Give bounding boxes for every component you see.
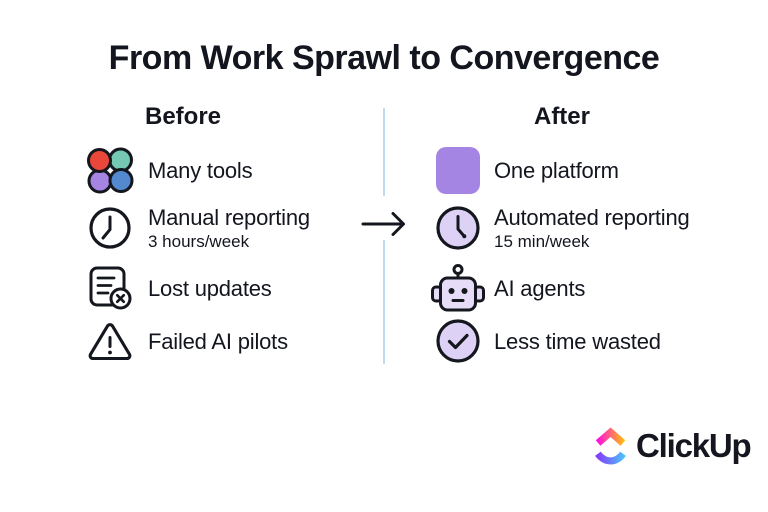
column-divider-top <box>383 108 385 196</box>
right-arrow-icon <box>360 206 408 242</box>
warning-triangle-icon <box>83 321 137 361</box>
after-item-label: AI agents <box>494 275 586 301</box>
after-row-one-platform: One platform <box>428 144 619 196</box>
page-title: From Work Sprawl to Convergence <box>108 39 660 77</box>
before-item-label: Manual reporting <box>148 205 310 230</box>
check-circle-icon <box>428 318 488 364</box>
before-column-header: Before <box>144 103 222 130</box>
many-tools-icon <box>83 147 137 194</box>
after-item-sublabel: 15 min/week <box>494 232 590 251</box>
before-item-sublabel: 3 hours/week <box>148 232 250 251</box>
platform-square-icon <box>428 146 488 194</box>
lost-document-icon <box>83 265 137 311</box>
after-row-less-time-wasted: Less time wasted <box>428 316 661 366</box>
after-item-label: Less time wasted <box>494 328 661 354</box>
before-item-label: Many tools <box>148 157 253 183</box>
before-item-label: Lost updates <box>148 275 272 301</box>
column-divider-bottom <box>383 240 385 364</box>
after-row-automated-reporting: Automated reporting 15 min/week <box>428 200 690 256</box>
after-item-label: One platform <box>494 157 619 183</box>
before-row-many-tools: Many tools <box>83 144 253 196</box>
robot-icon <box>428 262 488 314</box>
clock-filled-icon <box>428 205 488 251</box>
after-item-label: Automated reporting <box>494 205 690 230</box>
before-row-lost-updates: Lost updates <box>83 260 272 316</box>
brand-logo: ClickUp <box>592 426 752 466</box>
before-row-manual-reporting: Manual reporting 3 hours/week <box>83 200 310 256</box>
clock-icon <box>83 206 137 250</box>
after-column-header: After <box>533 103 590 130</box>
before-item-label: Failed AI pilots <box>148 328 288 354</box>
brand-name: ClickUp <box>636 427 752 464</box>
before-row-failed-ai-pilots: Failed AI pilots <box>83 316 288 366</box>
clickup-logo-icon <box>592 426 629 466</box>
after-row-ai-agents: AI agents <box>428 260 585 316</box>
